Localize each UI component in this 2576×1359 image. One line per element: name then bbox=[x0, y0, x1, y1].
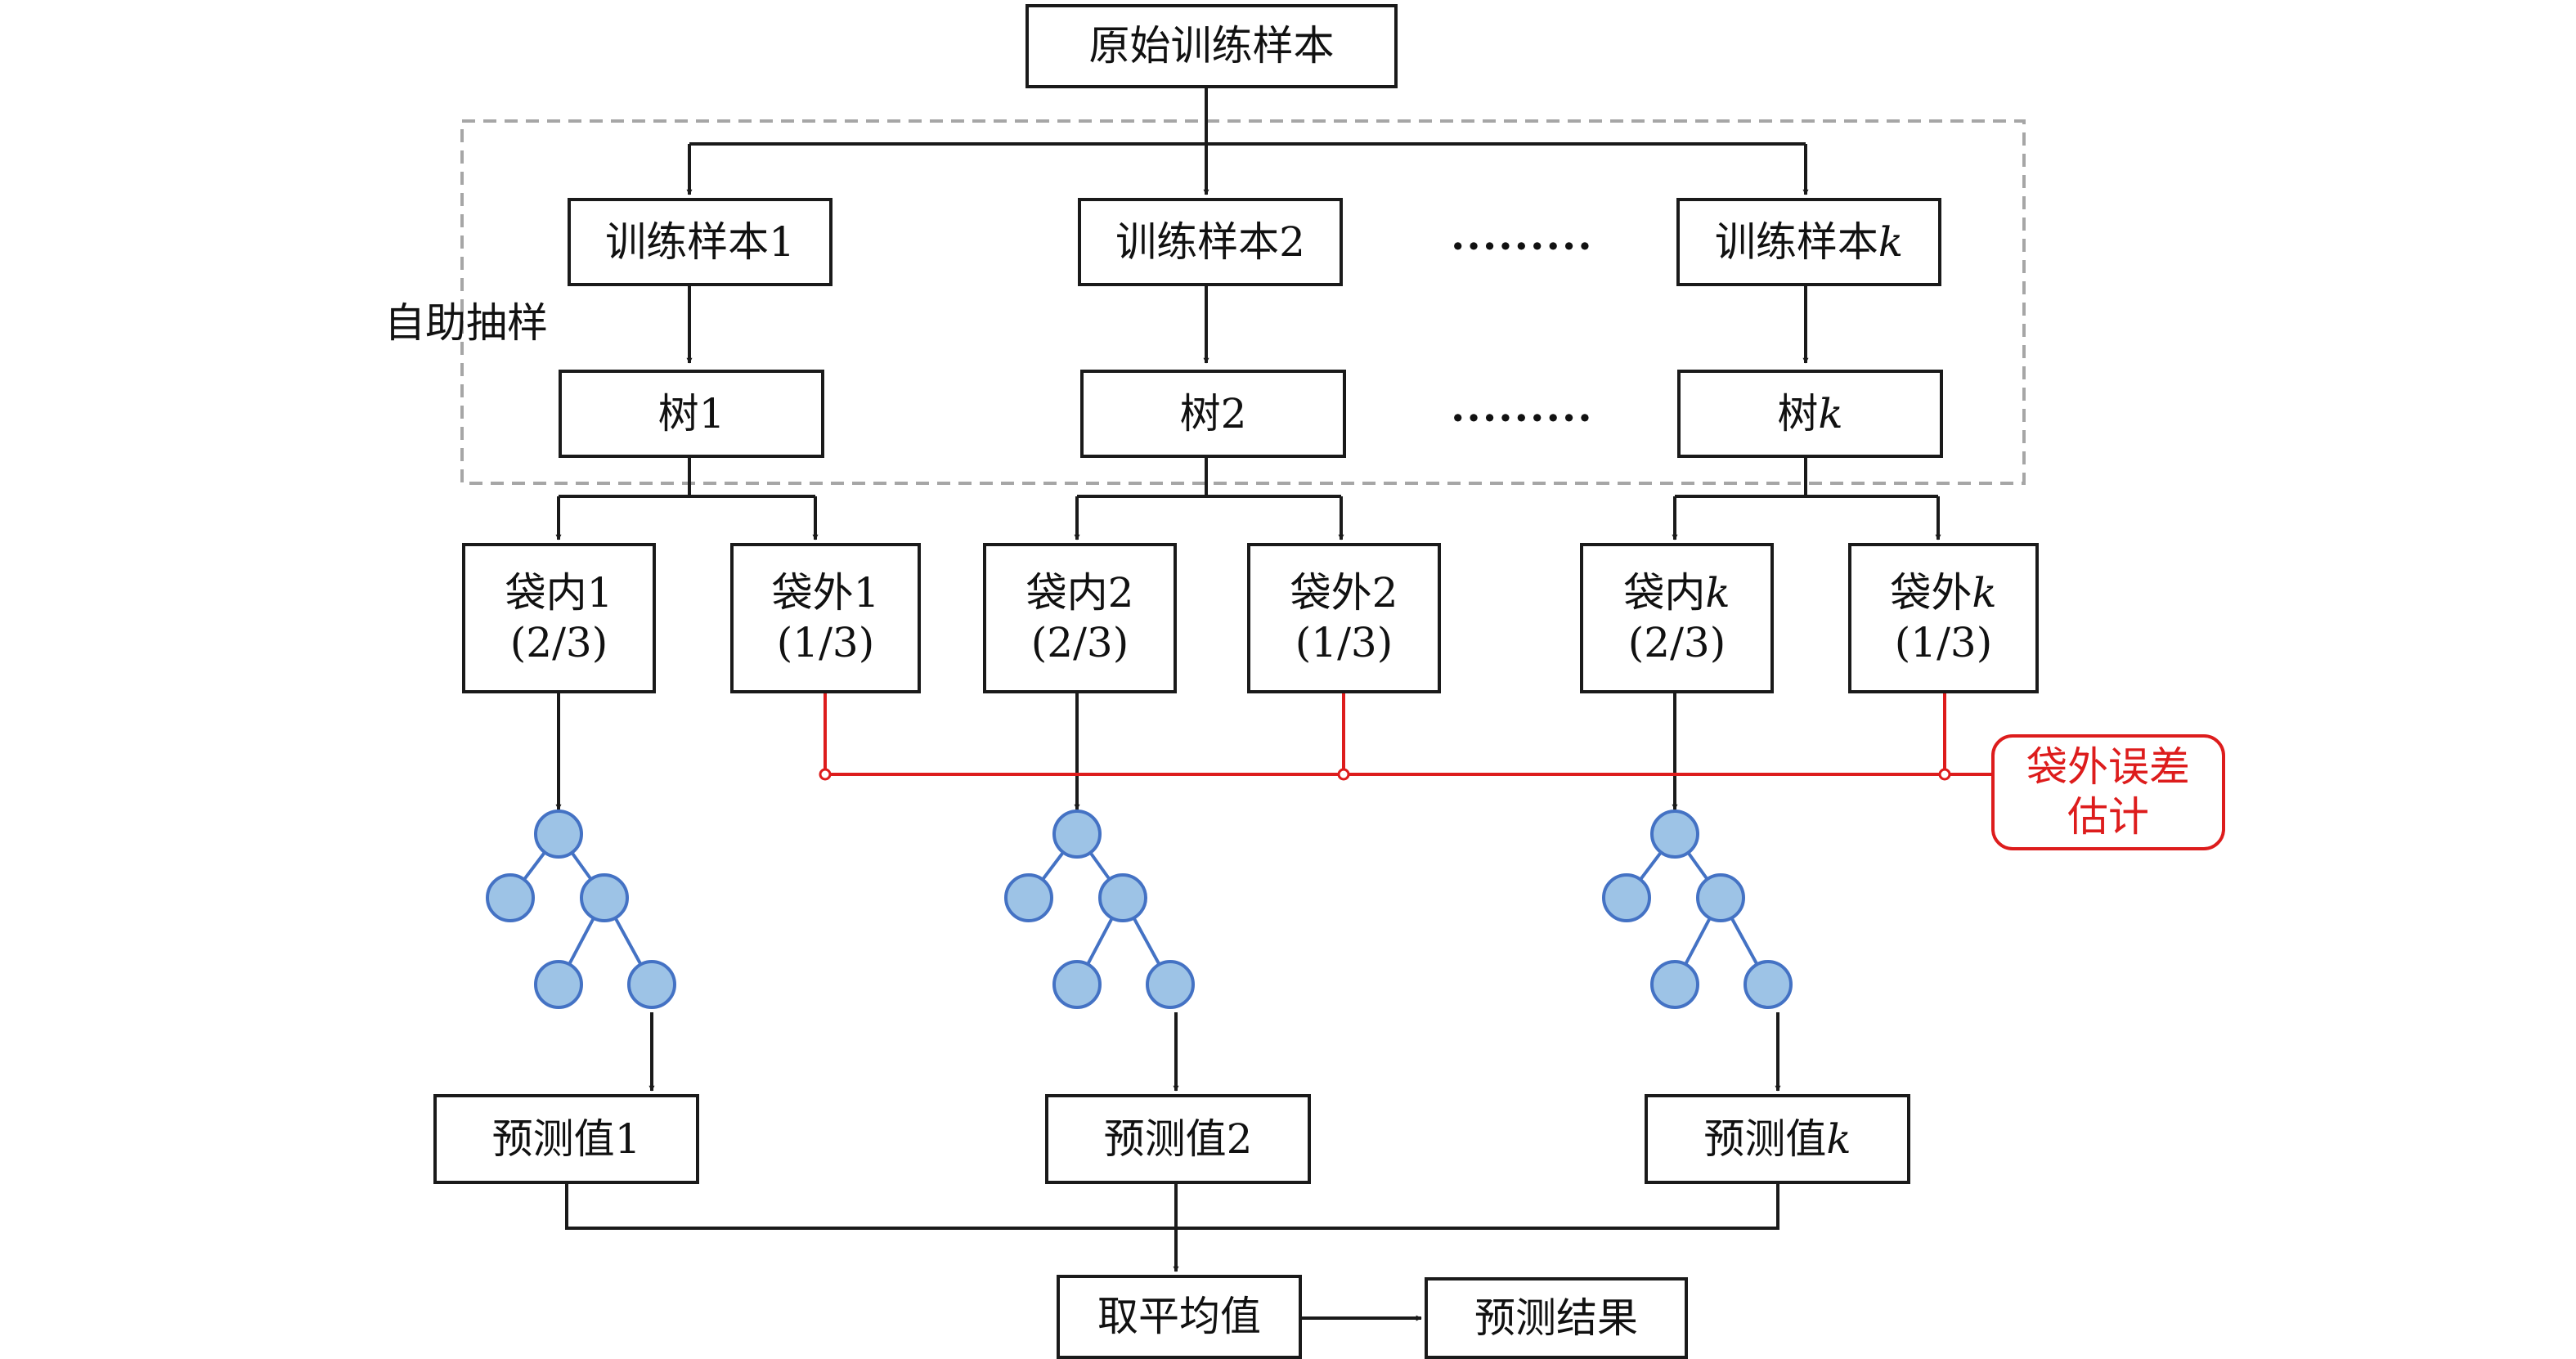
in-bag-fraction: (2/3) bbox=[1627, 619, 1726, 666]
tree-node bbox=[1004, 873, 1053, 922]
tree-index: k bbox=[1818, 389, 1843, 437]
out-of-bag-index: 2 bbox=[1371, 569, 1398, 617]
samples-ellipsis: ......... bbox=[1451, 211, 1594, 259]
prediction-index: 2 bbox=[1226, 1115, 1253, 1163]
prediction-label: 预测值 bbox=[491, 1115, 615, 1163]
out-of-bag-fraction: (1/3) bbox=[1295, 619, 1393, 666]
oob-junction-1 bbox=[819, 768, 832, 781]
oob-junction-k bbox=[1938, 768, 1951, 781]
in-bag-label: 袋内 bbox=[505, 569, 587, 617]
training-sample-label: 训练样本 bbox=[1115, 218, 1280, 266]
prediction-box-2: 预测值2 bbox=[1045, 1094, 1311, 1184]
out-of-bag-label: 袋外 bbox=[771, 569, 854, 617]
tree-node bbox=[627, 960, 676, 1009]
tree-node bbox=[1146, 960, 1195, 1009]
tree-index: 2 bbox=[1220, 389, 1247, 437]
training-sample-index: k bbox=[1878, 218, 1904, 266]
out-of-bag-label: 袋外 bbox=[1890, 569, 1972, 617]
tree-index: 1 bbox=[698, 389, 725, 437]
tree-1-split bbox=[559, 458, 815, 498]
out-of-bag-box-k: 袋外k (1/3) bbox=[1848, 543, 2039, 693]
tree-node bbox=[1098, 873, 1147, 922]
oob-error-estimate-line2: 估计 bbox=[2067, 793, 2149, 841]
root-connector bbox=[689, 88, 1806, 146]
in-bag-index: 1 bbox=[586, 569, 613, 617]
prediction-label: 预测值 bbox=[1703, 1115, 1827, 1163]
tree-2-split bbox=[1077, 458, 1341, 498]
training-sample-box-k: 训练样本k bbox=[1676, 198, 1941, 286]
original-training-samples-box: 原始训练样本 bbox=[1025, 4, 1398, 88]
bootstrap-region bbox=[460, 119, 2026, 485]
oob-error-estimate-line1: 袋外误差 bbox=[2026, 743, 2190, 791]
tree-label: 树 bbox=[1179, 389, 1221, 437]
decision-tree-icon bbox=[1602, 810, 1793, 1009]
in-bag-box-1: 袋内1 (2/3) bbox=[462, 543, 656, 693]
tree-k-split bbox=[1675, 458, 1938, 498]
training-sample-label: 训练样本 bbox=[1714, 218, 1878, 266]
training-sample-box-1: 训练样本1 bbox=[568, 198, 832, 286]
in-bag-index: 2 bbox=[1107, 569, 1134, 617]
out-of-bag-fraction: (1/3) bbox=[1894, 619, 1993, 666]
out-of-bag-fraction: (1/3) bbox=[776, 619, 875, 666]
tree-node bbox=[1650, 810, 1699, 859]
original-training-samples-label: 原始训练样本 bbox=[1088, 22, 1335, 70]
trees-ellipsis: ......... bbox=[1451, 383, 1594, 431]
tree-label: 树 bbox=[1777, 389, 1819, 437]
tree-node bbox=[580, 873, 629, 922]
prediction-index: k bbox=[1826, 1115, 1851, 1163]
oob-junction-2 bbox=[1337, 768, 1350, 781]
in-bag-box-k: 袋内k (2/3) bbox=[1580, 543, 1774, 693]
tree-node bbox=[1052, 960, 1102, 1009]
oob-error-estimate-box: 袋外误差 估计 bbox=[1991, 734, 2225, 850]
predictions-merge bbox=[565, 1184, 1779, 1230]
in-bag-label: 袋内 bbox=[1623, 569, 1706, 617]
out-of-bag-label: 袋外 bbox=[1290, 569, 1372, 617]
tree-node bbox=[486, 873, 535, 922]
prediction-index: 1 bbox=[614, 1115, 641, 1163]
tree-box-k: 树k bbox=[1677, 370, 1943, 458]
out-of-bag-index: k bbox=[1972, 569, 1997, 617]
in-bag-fraction: (2/3) bbox=[1030, 619, 1129, 666]
decision-trees bbox=[486, 810, 1793, 1009]
training-sample-box-2: 训练样本2 bbox=[1078, 198, 1343, 286]
prediction-box-k: 预测值k bbox=[1645, 1094, 1910, 1184]
decision-tree-icon bbox=[1004, 810, 1195, 1009]
tree-node bbox=[1650, 960, 1699, 1009]
prediction-box-1: 预测值1 bbox=[433, 1094, 699, 1184]
tree-node bbox=[534, 810, 583, 859]
in-bag-fraction: (2/3) bbox=[509, 619, 608, 666]
training-sample-label: 训练样本 bbox=[605, 218, 770, 266]
average-box: 取平均值 bbox=[1057, 1275, 1302, 1359]
tree-node bbox=[534, 960, 583, 1009]
average-label: 取平均值 bbox=[1097, 1293, 1261, 1340]
final-result-label: 预测结果 bbox=[1474, 1294, 1638, 1342]
tree-node bbox=[1052, 810, 1102, 859]
final-result-box: 预测结果 bbox=[1425, 1277, 1688, 1359]
out-of-bag-box-1: 袋外1 (1/3) bbox=[730, 543, 921, 693]
in-bag-index: k bbox=[1705, 569, 1730, 617]
tree-box-1: 树1 bbox=[559, 370, 824, 458]
training-sample-index: 1 bbox=[769, 218, 795, 266]
tree-node bbox=[1744, 960, 1793, 1009]
decision-tree-icon bbox=[486, 810, 676, 1009]
prediction-label: 预测值 bbox=[1103, 1115, 1227, 1163]
tree-node bbox=[1602, 873, 1651, 922]
tree-node bbox=[1696, 873, 1745, 922]
tree-box-2: 树2 bbox=[1080, 370, 1346, 458]
tree-label: 树 bbox=[657, 389, 699, 437]
in-bag-box-2: 袋内2 (2/3) bbox=[983, 543, 1177, 693]
out-of-bag-box-2: 袋外2 (1/3) bbox=[1247, 543, 1441, 693]
out-of-bag-index: 1 bbox=[853, 569, 880, 617]
in-bag-label: 袋内 bbox=[1025, 569, 1108, 617]
bootstrap-label: 自助抽样 bbox=[384, 299, 548, 347]
training-sample-index: 2 bbox=[1279, 218, 1305, 266]
